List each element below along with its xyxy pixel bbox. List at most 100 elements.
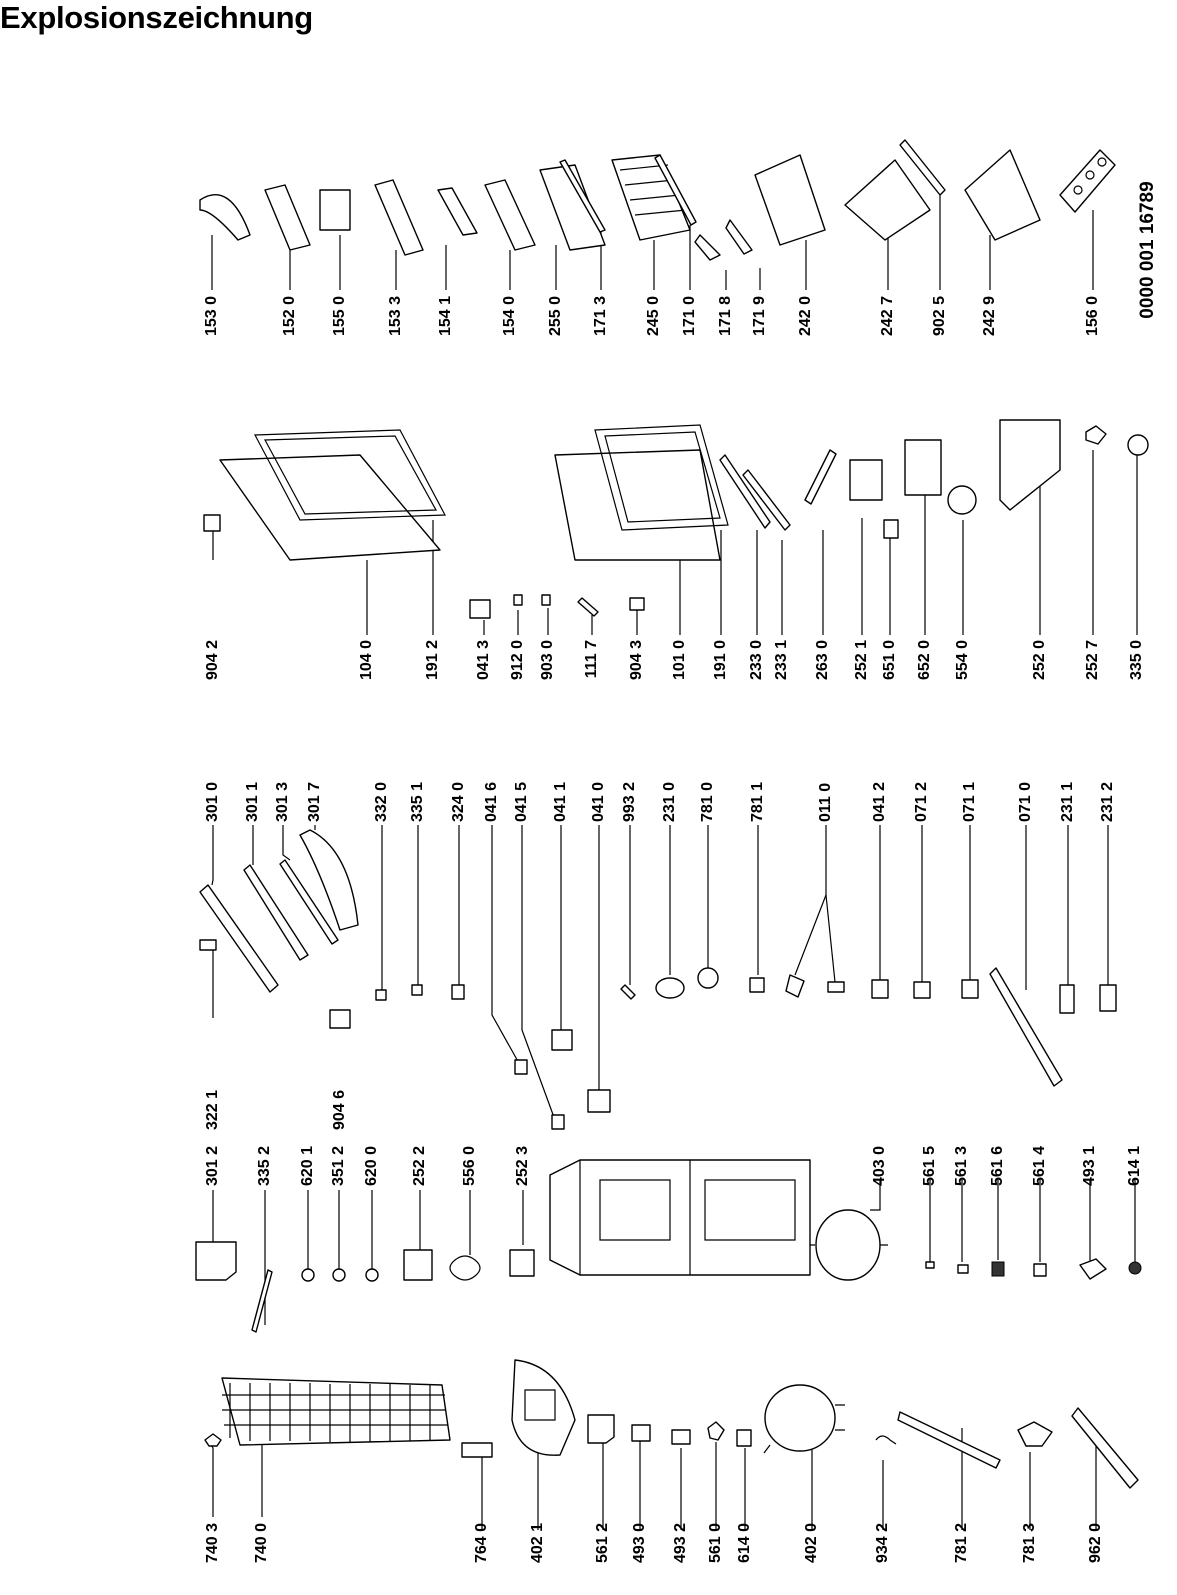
- part-322-1: [199, 939, 217, 951]
- part-332-0: [375, 989, 387, 1001]
- door-101-0: [554, 449, 721, 561]
- part-335-0: [1127, 434, 1149, 456]
- part-number-label: 620 0: [363, 1146, 380, 1186]
- part-651-0: [883, 519, 899, 539]
- part-171-9: [725, 219, 753, 255]
- part-493-0: [631, 1424, 651, 1442]
- part-252-3: [509, 1249, 535, 1277]
- part-number-label: 993 2: [621, 782, 638, 822]
- rail-962-0: [1071, 1407, 1139, 1489]
- part-number-label: 561 3: [953, 1146, 970, 1186]
- part-number-label: 255 0: [547, 296, 564, 336]
- part-number-label: 934 2: [874, 1523, 891, 1563]
- part-number-label: 561 5: [921, 1146, 938, 1186]
- part-number-label: 231 0: [661, 782, 678, 822]
- part-904-6: [329, 1009, 351, 1029]
- drawer-242-7: [844, 159, 931, 241]
- part-934-2: [875, 1435, 897, 1445]
- part-number-label: 154 0: [501, 296, 518, 336]
- part-number-label: 242 9: [981, 296, 998, 336]
- part-number-label: 554 0: [954, 640, 971, 680]
- part-number-label: 231 2: [1099, 782, 1116, 822]
- part-number-label: 301 3: [274, 782, 291, 822]
- part-number-label: 561 0: [707, 1523, 724, 1563]
- part-561-3: [957, 1264, 969, 1274]
- gasket-191-2: [254, 429, 446, 521]
- part-number-label: 781 0: [699, 782, 716, 822]
- part-number-label: 191 2: [424, 640, 441, 680]
- part-number-label: 904 3: [628, 640, 645, 680]
- part-number-label: 561 2: [594, 1523, 611, 1563]
- part-652-0: [904, 439, 942, 496]
- drawer-242-0: [754, 154, 826, 246]
- part-number-label: 231 1: [1059, 782, 1076, 822]
- part-614-1: [1128, 1261, 1142, 1275]
- rod-335-2: [251, 1269, 273, 1333]
- part-number-label: 252 3: [514, 1146, 531, 1186]
- part-number-label: 614 0: [736, 1523, 753, 1563]
- part-231-1: [1059, 984, 1075, 1014]
- part-154-1: [437, 187, 478, 236]
- bracket-041-1: [551, 1029, 573, 1051]
- part-number-label: 152 0: [281, 296, 298, 336]
- part-number-label: 071 2: [913, 782, 930, 822]
- gasket-191-0: [594, 424, 729, 531]
- part-number-label: 242 0: [797, 296, 814, 336]
- part-number-label: 245 0: [645, 296, 662, 336]
- part-number-label: 071 0: [1017, 782, 1034, 822]
- part-041-5: [551, 1114, 565, 1130]
- part-number-label: 171 8: [717, 296, 734, 336]
- part-561-4: [1033, 1263, 1047, 1277]
- part-561-6: [991, 1261, 1005, 1277]
- part-231-2: [1099, 984, 1117, 1012]
- part-number-label: 252 0: [1031, 640, 1048, 680]
- part-number-label: 154 1: [437, 296, 454, 336]
- compressor-403-0: [810, 1209, 888, 1281]
- evaporator-402-1: [511, 1359, 576, 1456]
- part-493-1: [1079, 1258, 1107, 1280]
- cabinet-body: [549, 1159, 811, 1276]
- condenser-740-0: [221, 1377, 451, 1446]
- part-041-2: [871, 979, 889, 999]
- part-number-label: 153 0: [203, 296, 220, 336]
- part-number-label: 011 0: [817, 783, 834, 822]
- part-number-label: 171 9: [751, 296, 768, 336]
- part-number-label: 071 1: [961, 782, 978, 822]
- part-620-1: [301, 1268, 315, 1282]
- part-number-label: 912 0: [509, 640, 526, 680]
- part-554-0: [947, 485, 977, 515]
- rail-071-0: [989, 967, 1063, 1087]
- part-number-label: 902 5: [931, 296, 948, 336]
- bracket-041-0: [587, 1089, 611, 1113]
- part-171-8: [694, 234, 721, 261]
- part-301-2: [195, 1241, 237, 1281]
- part-561-0: [707, 1421, 725, 1441]
- part-781-1: [749, 977, 765, 993]
- tray-152-0: [264, 184, 311, 251]
- part-493-2: [671, 1429, 691, 1445]
- part-number-label: 335 1: [409, 782, 426, 822]
- part-903-0: [541, 594, 551, 606]
- part-252-0: [999, 419, 1061, 511]
- part-614-0: [736, 1429, 752, 1447]
- tray-154-0: [484, 179, 536, 251]
- part-071-2: [913, 981, 931, 999]
- handle-233-0: [719, 454, 771, 529]
- part-904-2: [203, 514, 221, 532]
- drawer-242-9: [964, 149, 1041, 241]
- part-904-3: [629, 597, 645, 611]
- part-number-label: 962 0: [1087, 1523, 1104, 1563]
- part-number-label: 263 0: [814, 640, 831, 680]
- part-number-label: 332 0: [373, 782, 390, 822]
- part-number-label: 652 0: [916, 640, 933, 680]
- part-351-2: [332, 1268, 346, 1282]
- part-number-label: 351 2: [330, 1146, 347, 1186]
- part-993-2: [620, 984, 636, 1000]
- part-number-label: 903 0: [539, 640, 556, 680]
- part-number-label: 620 1: [299, 1146, 316, 1186]
- part-number-label: 556 0: [461, 1146, 478, 1186]
- compressor-402-0: [763, 1384, 845, 1454]
- part-number-label: 153 3: [387, 296, 404, 336]
- grid-shelf-245-0: [611, 154, 691, 241]
